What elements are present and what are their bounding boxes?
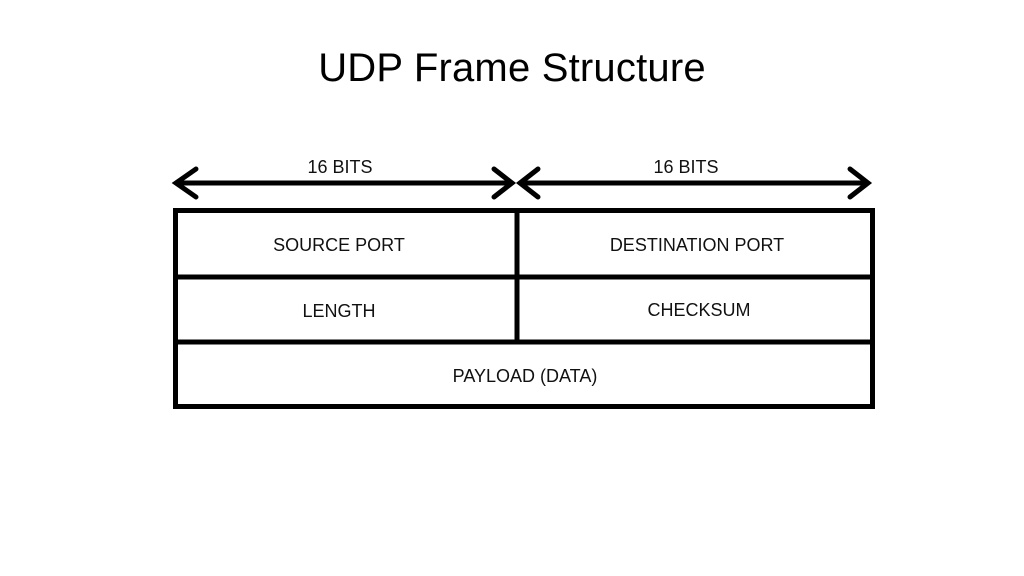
field-payload: PAYLOAD (DATA) [453,366,598,386]
bit-width-arrow-left [171,166,517,200]
field-length: LENGTH [302,301,375,321]
bit-width-label-left: 16 BITS [307,157,372,177]
field-source-port: SOURCE PORT [273,235,405,255]
bit-width-arrow-right [515,166,873,200]
field-destination-port: DESTINATION PORT [610,235,784,255]
bit-width-label-right: 16 BITS [653,157,718,177]
slide-title: UDP Frame Structure [318,46,706,90]
frame-table [173,208,875,409]
field-checksum: CHECKSUM [647,300,750,320]
frame-outline [173,208,875,409]
